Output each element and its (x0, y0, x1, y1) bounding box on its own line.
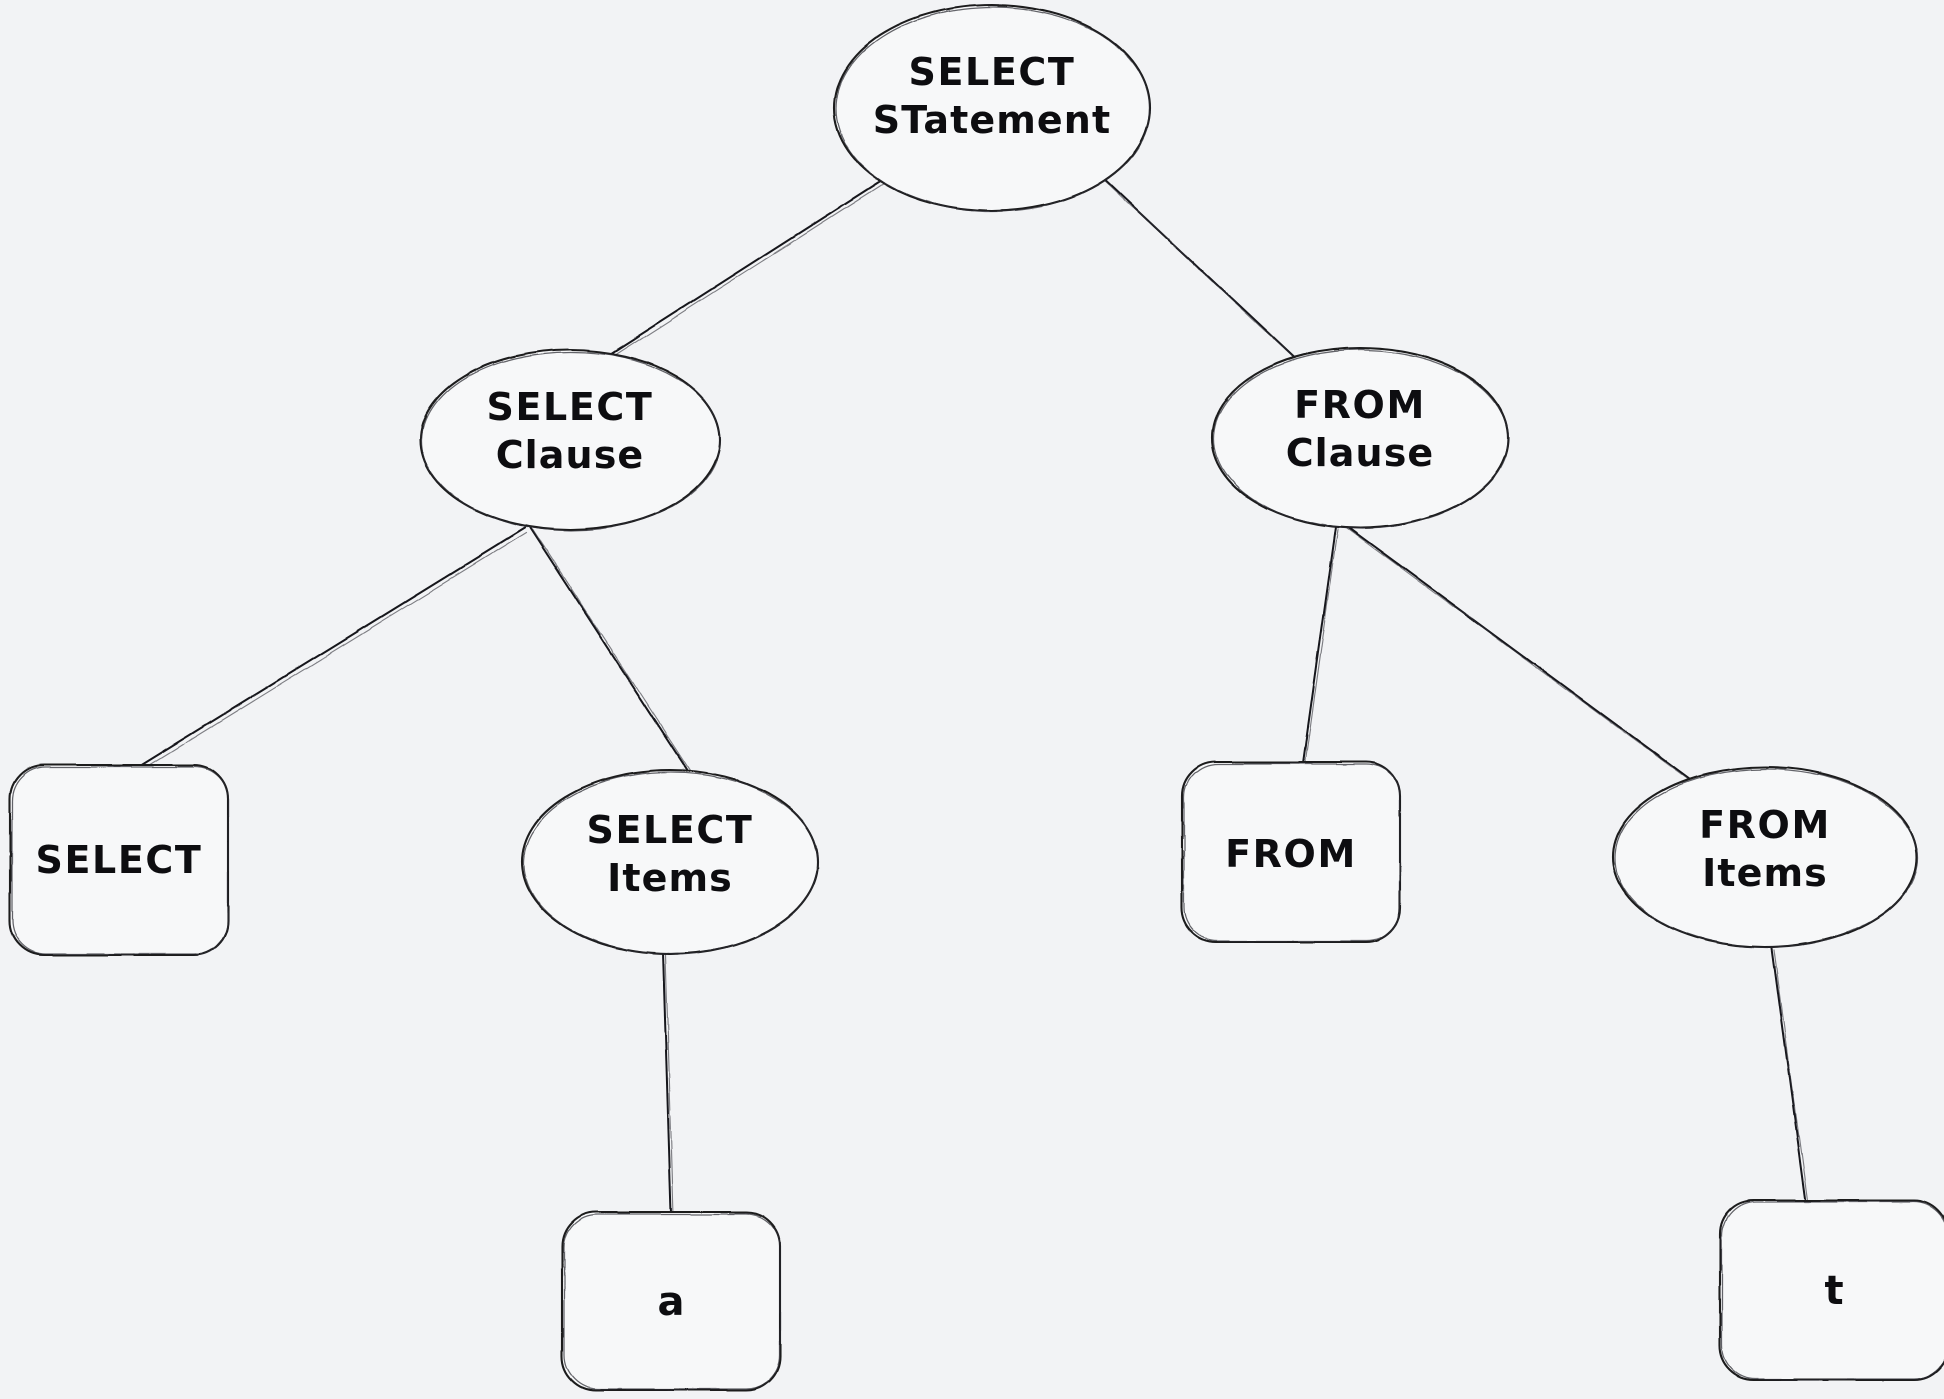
edges-layer (139, 174, 1809, 1216)
edge-line-ghost (664, 954, 674, 1216)
node-select-items[interactable]: SELECT Items (520, 768, 820, 956)
edge-select-clause-to-select-items (529, 527, 694, 776)
edge-line (1344, 524, 1706, 791)
node-from-clause[interactable]: FROM Clause (1210, 346, 1510, 530)
node-rect[interactable] (1718, 1198, 1944, 1382)
edge-line-ghost (1346, 527, 1708, 794)
nodes-layer: SELECT STatement SELECT Clause FROM Clau… (8, 3, 1944, 1392)
edge-line (529, 527, 691, 775)
node-column-a[interactable]: a (560, 1210, 782, 1392)
node-rect-ghost (1183, 763, 1401, 942)
node-ellipse-ghost (1213, 349, 1509, 529)
edge-line-ghost (141, 531, 528, 771)
edge-root-to-select-clause (611, 179, 885, 357)
edge-from-clause-to-from-items (1344, 524, 1708, 794)
node-rect-ghost (563, 1213, 781, 1390)
node-rect-ghost (11, 766, 229, 955)
edge-from-clause-to-from-terminal (1302, 526, 1339, 766)
node-label-line1: t (1824, 1268, 1843, 1314)
edge-line-ghost (1101, 177, 1298, 362)
node-label-line1: FROM (1294, 383, 1426, 427)
node-label-line2: Items (1702, 851, 1828, 895)
edge-select-items-to-column-a (662, 952, 674, 1216)
node-select-terminal[interactable]: SELECT (8, 763, 230, 957)
node-label-line1: FROM (1699, 803, 1831, 847)
edge-line (662, 952, 672, 1214)
node-select-clause[interactable]: SELECT Clause (418, 348, 722, 532)
node-from-terminal[interactable]: FROM (1180, 760, 1402, 944)
node-label-line2: Items (607, 856, 733, 900)
edge-line (1099, 174, 1296, 359)
node-ellipse-ghost (835, 6, 1151, 212)
edge-line (1302, 526, 1337, 764)
node-label-line1: FROM (1225, 832, 1357, 876)
edge-line (611, 179, 883, 354)
node-label-line2: Clause (1286, 431, 1435, 475)
node-label-line2: STatement (873, 98, 1111, 142)
node-label-line2: Clause (496, 433, 645, 477)
edge-line-ghost (532, 528, 694, 776)
node-label-line1: SELECT (487, 385, 654, 429)
edge-from-items-to-table-t (1771, 947, 1809, 1205)
node-table-t[interactable]: t (1718, 1198, 1944, 1382)
node-from-items[interactable]: FROM Items (1611, 765, 1919, 949)
node-ellipse-ghost (523, 771, 819, 955)
edge-root-to-from-clause (1099, 174, 1298, 362)
node-label-line1: SELECT (587, 808, 754, 852)
node-select-statement[interactable]: SELECT STatement (832, 3, 1152, 213)
edge-line (139, 527, 526, 767)
edge-select-clause-to-select-terminal (139, 527, 528, 771)
node-label-line1: SELECT (36, 838, 203, 882)
node-ellipse-ghost (1614, 768, 1918, 948)
node-label-line1: a (658, 1279, 685, 1325)
edge-line-ghost (1304, 528, 1339, 766)
edge-line-ghost (1773, 949, 1809, 1205)
node-rect-ghost (1721, 1201, 1944, 1380)
edge-line (1771, 947, 1807, 1203)
node-label-line1: SELECT (909, 50, 1076, 94)
edge-line-ghost (613, 182, 885, 357)
node-ellipse-ghost (421, 351, 721, 531)
